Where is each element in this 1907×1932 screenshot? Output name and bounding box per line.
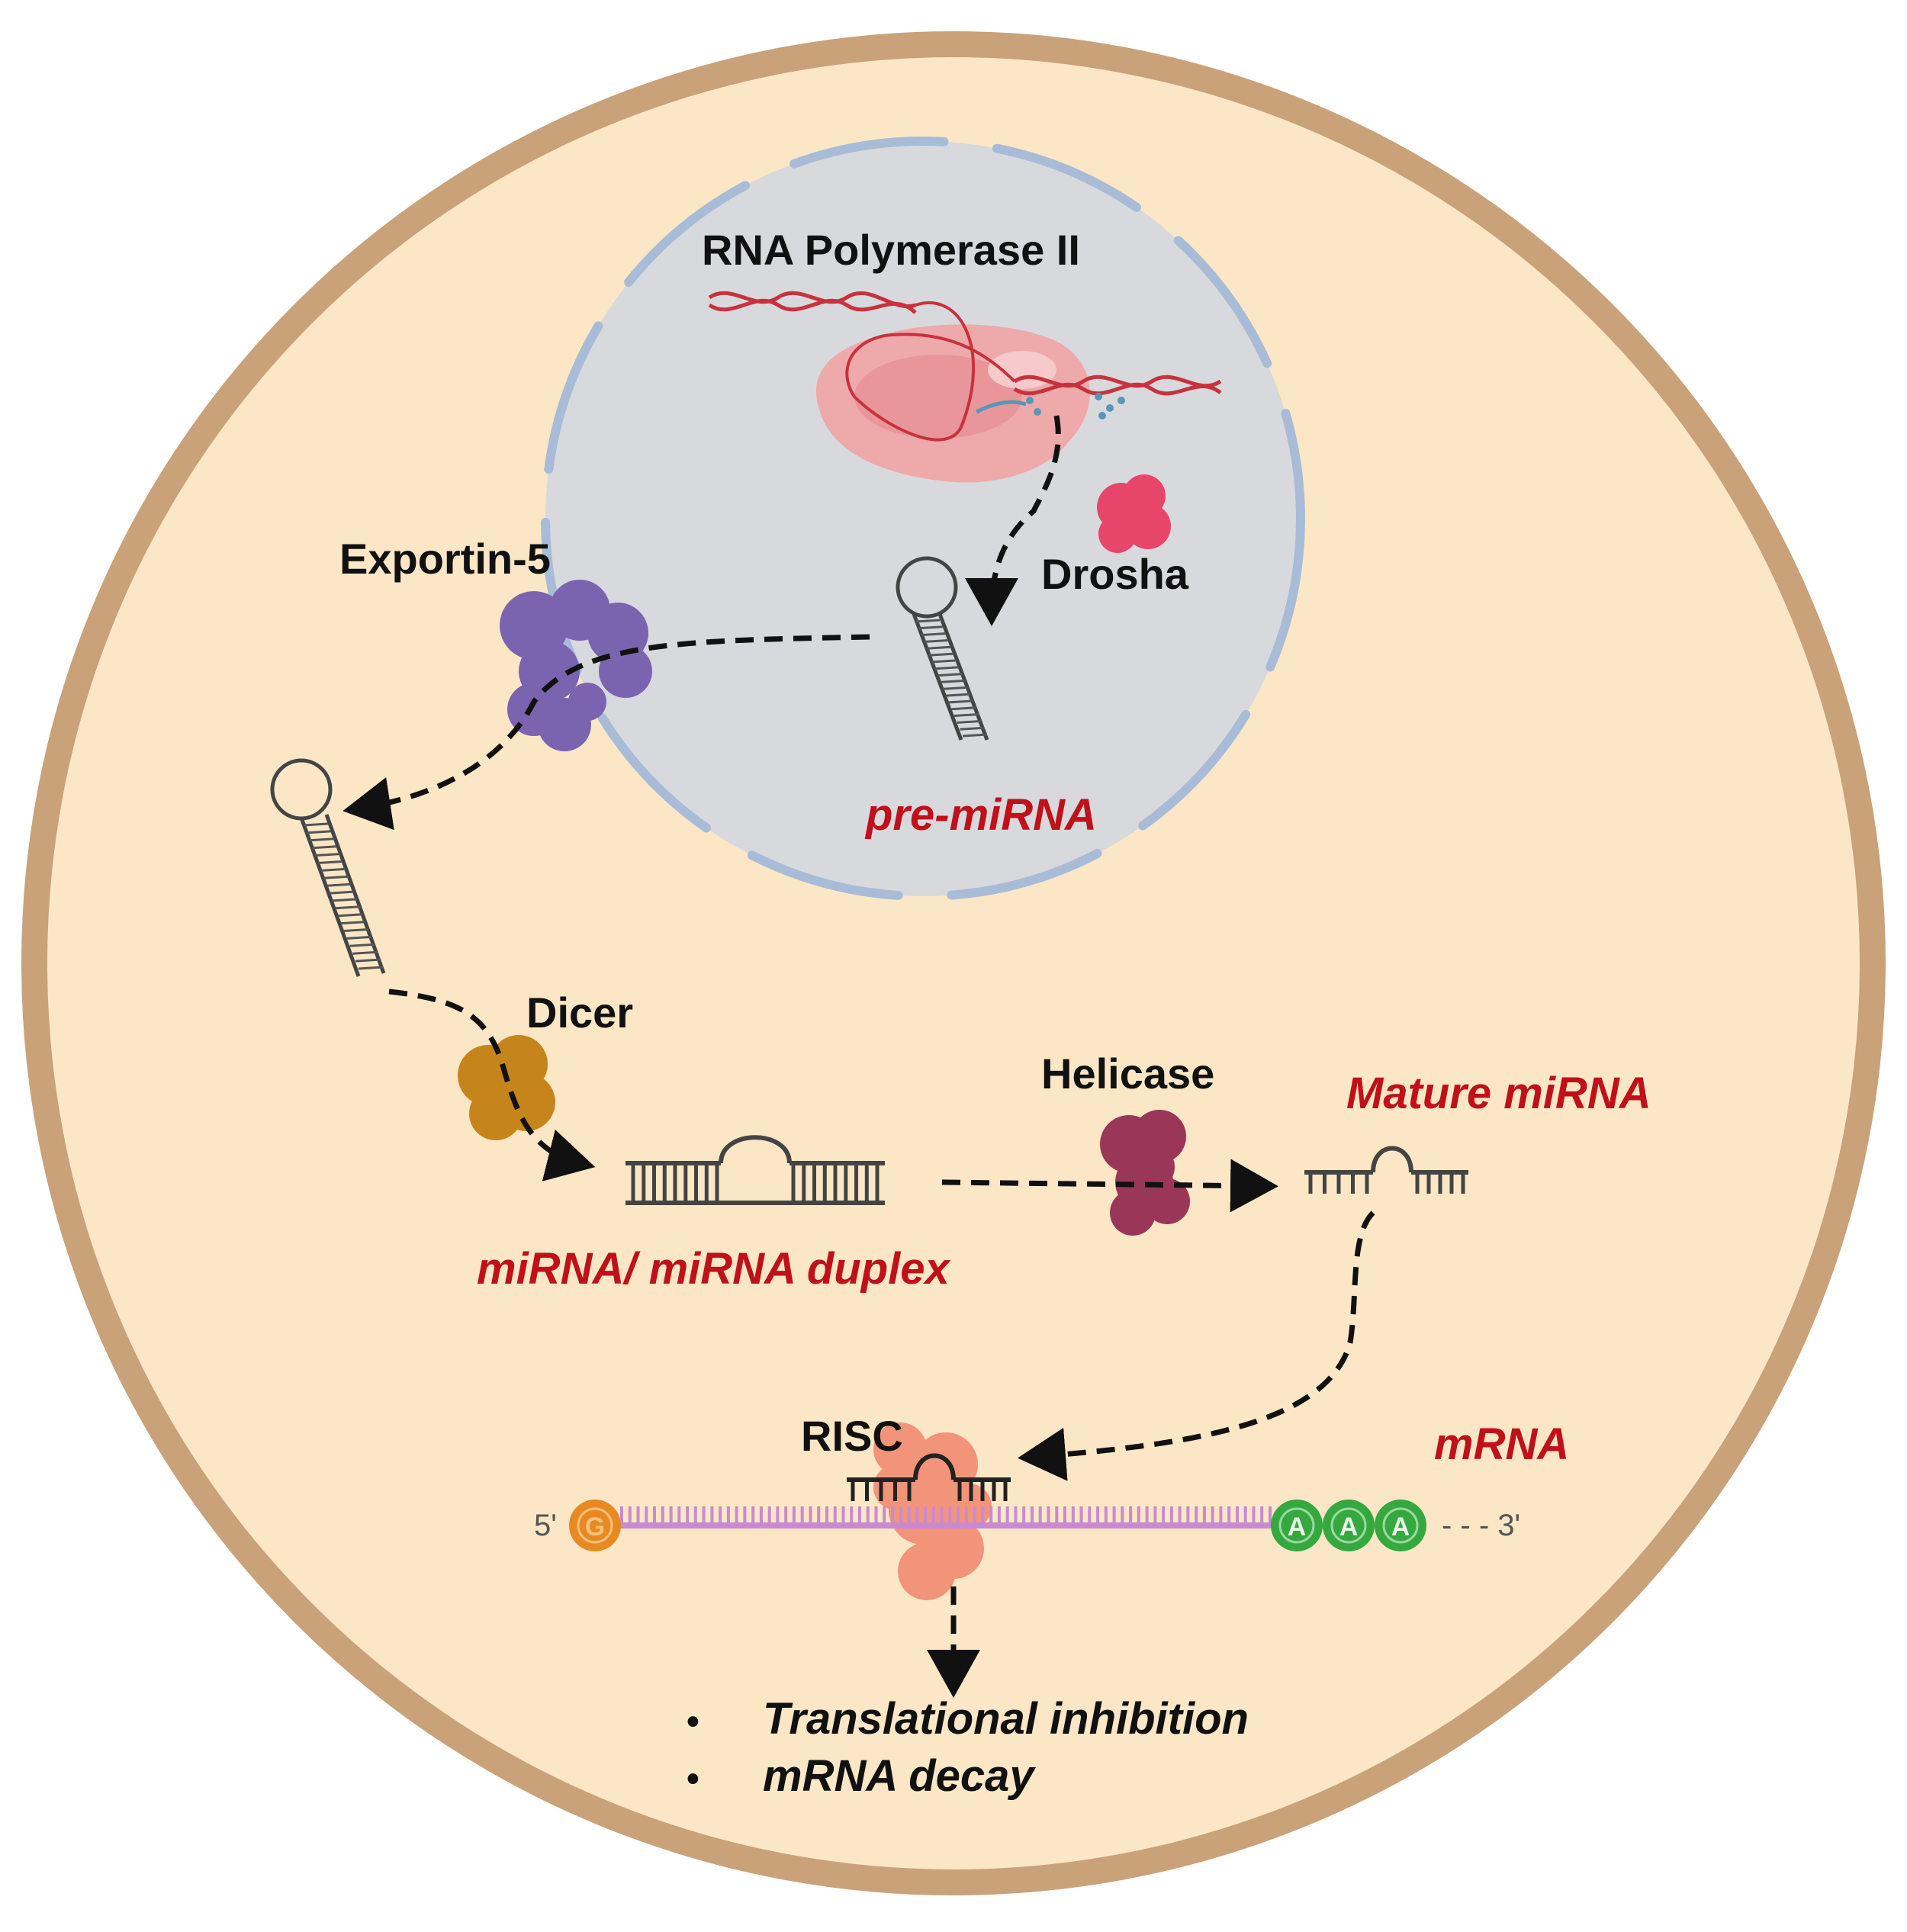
outcome-bullet-2: • <box>687 1759 699 1799</box>
outcome-bullet-1: • <box>687 1702 699 1742</box>
label-helicase: Helicase <box>1041 1050 1215 1098</box>
exportin-5-protein <box>500 580 652 751</box>
label-five-prime: 5' <box>534 1509 557 1542</box>
pre-mirna-hairpin-nuclear <box>896 556 989 741</box>
cap-letter: G <box>585 1512 605 1541</box>
arrow-transcription-to-pre-mirna <box>965 415 1061 626</box>
pathway-arrows <box>342 415 1375 1698</box>
nuclear-envelope <box>541 137 1305 901</box>
label-rna-polymerase-ii: RNA Polymerase II <box>702 226 1080 274</box>
poly-a-tail <box>1271 1500 1426 1551</box>
nascent-rna <box>1026 393 1125 420</box>
five-prime-cap <box>569 1500 621 1551</box>
outcome-translational-inhibition: Translational inhibition <box>763 1694 1249 1744</box>
label-mrna: mRNA <box>1434 1419 1570 1469</box>
polya-letter-2: A <box>1339 1512 1359 1541</box>
rna-polymerase-ii <box>816 324 1090 483</box>
arrow-export <box>342 634 870 831</box>
mrna-strand <box>610 1506 1282 1529</box>
label-pre-mirna: pre-miRNA <box>866 790 1097 840</box>
risc-bound-mirna <box>847 1453 1011 1501</box>
cell-membrane <box>21 31 1886 1895</box>
pre-mirna-hairpin-cytoplasmic <box>270 758 386 977</box>
label-mirna-duplex: miRNA/ miRNA duplex <box>477 1244 950 1294</box>
label-exportin-5: Exportin-5 <box>339 535 551 583</box>
label-risc: RISC <box>801 1412 903 1460</box>
mature-mirna-structure <box>1304 1146 1468 1194</box>
dna-helix <box>708 291 1222 442</box>
label-dicer: Dicer <box>526 989 634 1037</box>
outcome-mrna-decay: mRNA decay <box>763 1751 1034 1801</box>
label-drosha: Drosha <box>1041 550 1188 598</box>
arrow-helicase <box>941 1159 1278 1213</box>
arrow-dicer <box>388 989 596 1181</box>
helicase-enzyme <box>1100 1110 1190 1236</box>
label-mature-mirna: Mature miRNA <box>1346 1069 1651 1118</box>
label-three-prime: - - - 3' <box>1442 1509 1521 1542</box>
dicer-enzyme <box>458 1035 555 1140</box>
polya-letter-1: A <box>1288 1512 1307 1541</box>
nucleus <box>545 141 1301 896</box>
nascent-rna-strand <box>975 400 1027 414</box>
mirna-duplex-structure <box>625 1135 885 1205</box>
drosha-enzyme <box>1097 474 1171 553</box>
polya-letter-3: A <box>1391 1512 1410 1541</box>
